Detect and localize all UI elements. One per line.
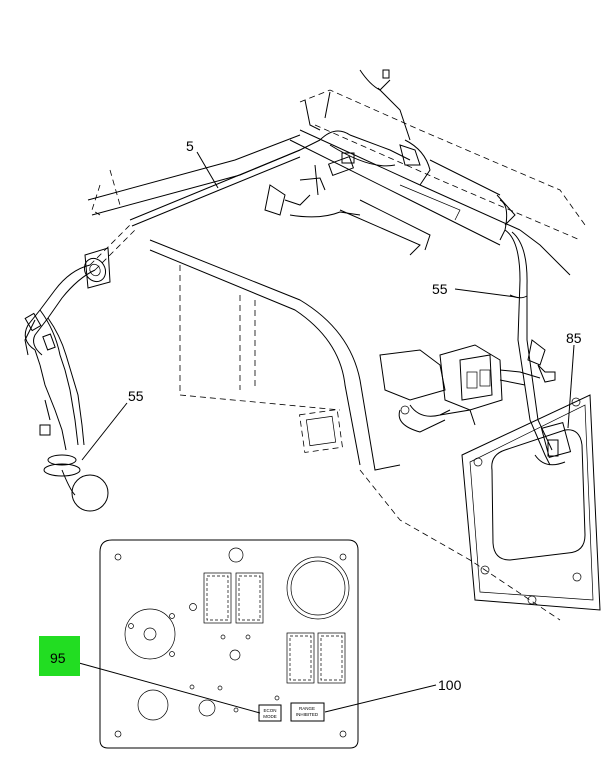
callouts: 5 55 85 55 95 100 bbox=[39, 138, 582, 693]
callout-85[interactable]: 85 bbox=[566, 330, 582, 346]
callout-55-boot[interactable]: 55 bbox=[128, 388, 144, 404]
econ-mode-label-line1: ECON bbox=[263, 708, 276, 713]
leader-lines bbox=[78, 151, 575, 714]
wiring-harness bbox=[24, 69, 572, 512]
callout-55-harness[interactable]: 55 bbox=[432, 281, 448, 297]
callout-5[interactable]: 5 bbox=[186, 138, 194, 154]
cab-structure bbox=[87, 89, 601, 621]
range-inhibited-label-line2: INHIBITED bbox=[296, 712, 319, 717]
range-inhibited-label-line1: RANGE bbox=[299, 706, 315, 711]
switch-panel: ECON MODE RANGE INHIBITED bbox=[99, 539, 359, 749]
econ-mode-label-line2: MODE bbox=[263, 714, 277, 719]
callout-95-highlight bbox=[39, 636, 80, 676]
callout-95[interactable]: 95 bbox=[50, 650, 66, 666]
callout-100[interactable]: 100 bbox=[438, 677, 462, 693]
